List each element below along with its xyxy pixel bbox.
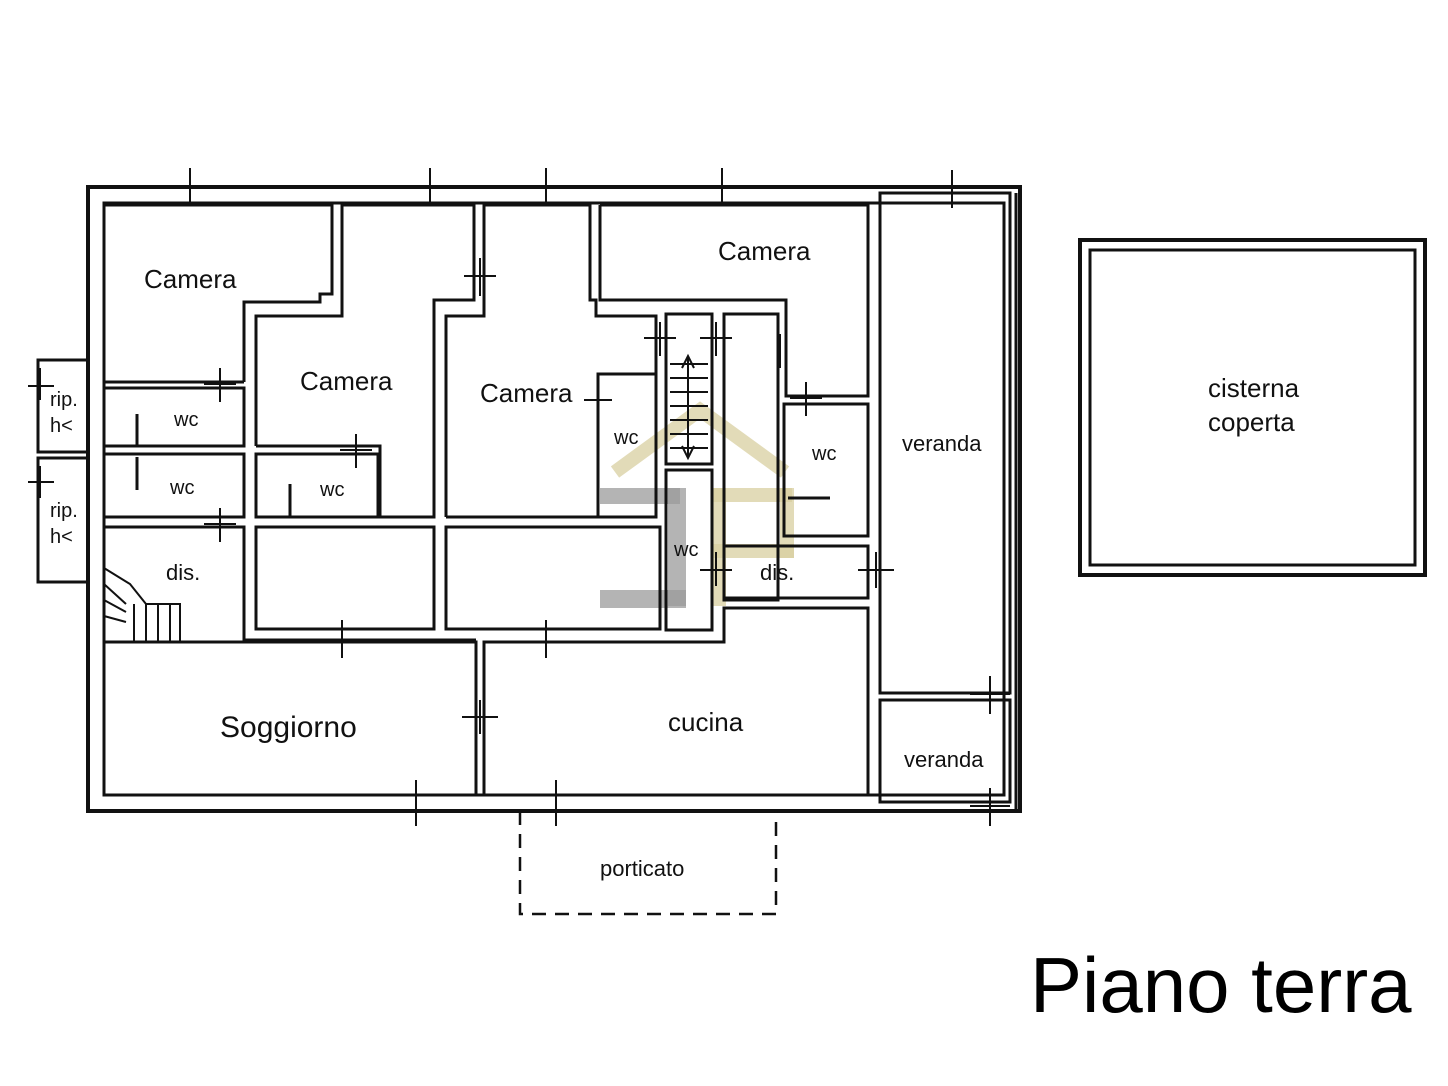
room-label-cucina: cucina bbox=[668, 707, 744, 737]
room-label-porticato: porticato bbox=[600, 856, 684, 881]
room-label-rip-1-line2: h< bbox=[50, 415, 73, 437]
room-label-wc-6: wc bbox=[811, 443, 836, 465]
staircase-center bbox=[670, 353, 708, 461]
interior-walls bbox=[36, 191, 1427, 811]
room-label-camera-4: Camera bbox=[718, 236, 811, 266]
room-label-veranda-1: veranda bbox=[902, 431, 982, 456]
room-label-soggiorno: Soggiorno bbox=[220, 711, 357, 744]
room-label-wc-4: wc bbox=[613, 427, 638, 449]
room-label-rip-2-line2: h< bbox=[50, 526, 73, 548]
porticato-outline bbox=[518, 811, 778, 916]
room-label-cisterna-line1: cisterna bbox=[1208, 373, 1300, 403]
plan-title: Piano terra bbox=[1030, 941, 1412, 1029]
room-label-wc-1: wc bbox=[173, 409, 198, 431]
room-label-wc-5: wc bbox=[673, 539, 698, 561]
staircase-left bbox=[103, 567, 181, 642]
room-label-veranda-2: veranda bbox=[904, 747, 984, 772]
room-label-rip-2-line1: rip. bbox=[50, 500, 78, 522]
room-label-dis-1: dis. bbox=[166, 560, 200, 585]
room-label-wc-3: wc bbox=[319, 479, 344, 501]
room-label-rip-1-line1: rip. bbox=[50, 389, 78, 411]
opening-ticks bbox=[28, 168, 1010, 826]
room-label-dis-2: dis. bbox=[760, 560, 794, 585]
room-label-camera-1: Camera bbox=[144, 264, 237, 294]
room-label-cisterna-line2: coperta bbox=[1208, 407, 1295, 437]
room-label-camera-3: Camera bbox=[480, 378, 573, 408]
room-label-camera-2: Camera bbox=[300, 366, 393, 396]
room-label-wc-2: wc bbox=[169, 477, 194, 499]
